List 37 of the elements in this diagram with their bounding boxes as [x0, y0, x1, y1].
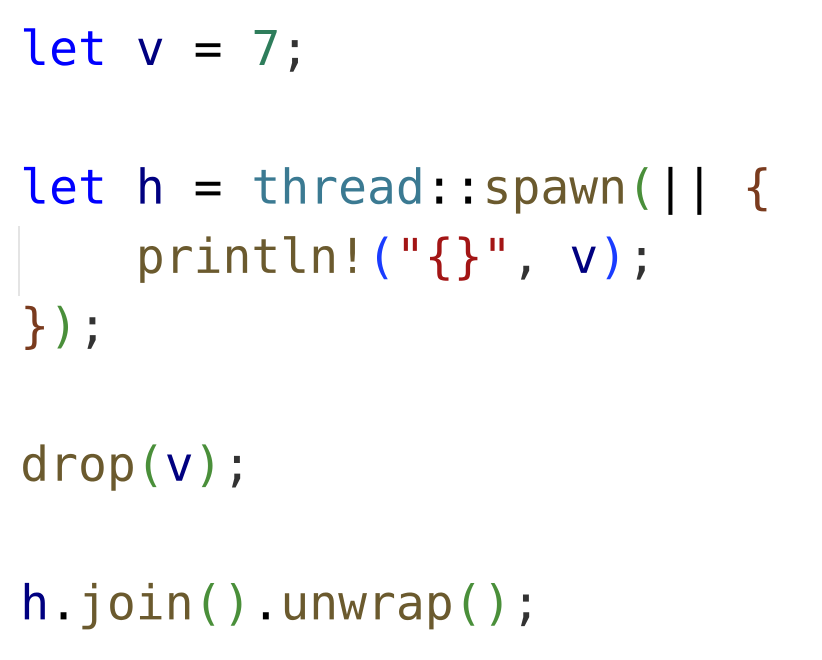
- code-token: drop: [23, 444, 133, 491]
- code-token: thread: [254, 167, 420, 204]
- code-token: spawn: [488, 176, 623, 214]
- code-token: .: [262, 612, 269, 620]
- code-token: ||: [668, 166, 702, 215]
- code-token: ;: [87, 317, 96, 349]
- code-token: v: [138, 38, 162, 65]
- code-token: (): [204, 582, 242, 626]
- code-token: =: [196, 43, 220, 57]
- code-token: join: [82, 582, 190, 630]
- code-token: ;: [520, 594, 530, 626]
- code-token: ;: [290, 40, 298, 72]
- code-token: let: [24, 28, 102, 66]
- code-token: unwrap: [284, 592, 451, 630]
- code-token: (: [377, 236, 388, 280]
- code-token: v: [572, 246, 596, 273]
- code-token: "{}": [404, 236, 504, 281]
- code-token: let: [24, 166, 102, 204]
- code-token: =: [196, 182, 220, 196]
- code-token: (): [464, 582, 502, 626]
- code-token: ): [202, 444, 213, 488]
- code-token: }: [25, 306, 44, 350]
- code-token: {: [748, 167, 766, 212]
- code-token: ): [57, 306, 68, 349]
- code-token: ,: [520, 266, 530, 280]
- code-token: ;: [636, 248, 645, 280]
- code-token: h: [140, 167, 160, 204]
- code-token: println!: [140, 236, 355, 283]
- code-token: (: [146, 444, 157, 488]
- code-token: 7: [254, 30, 277, 65]
- code-token: ;: [232, 456, 240, 488]
- code-token: ::: [436, 178, 472, 204]
- code-token: .: [60, 612, 66, 620]
- code-token: h: [24, 582, 45, 620]
- code-token: v: [167, 454, 192, 481]
- code-token: ): [606, 236, 618, 280]
- code-token: (: [637, 167, 648, 210]
